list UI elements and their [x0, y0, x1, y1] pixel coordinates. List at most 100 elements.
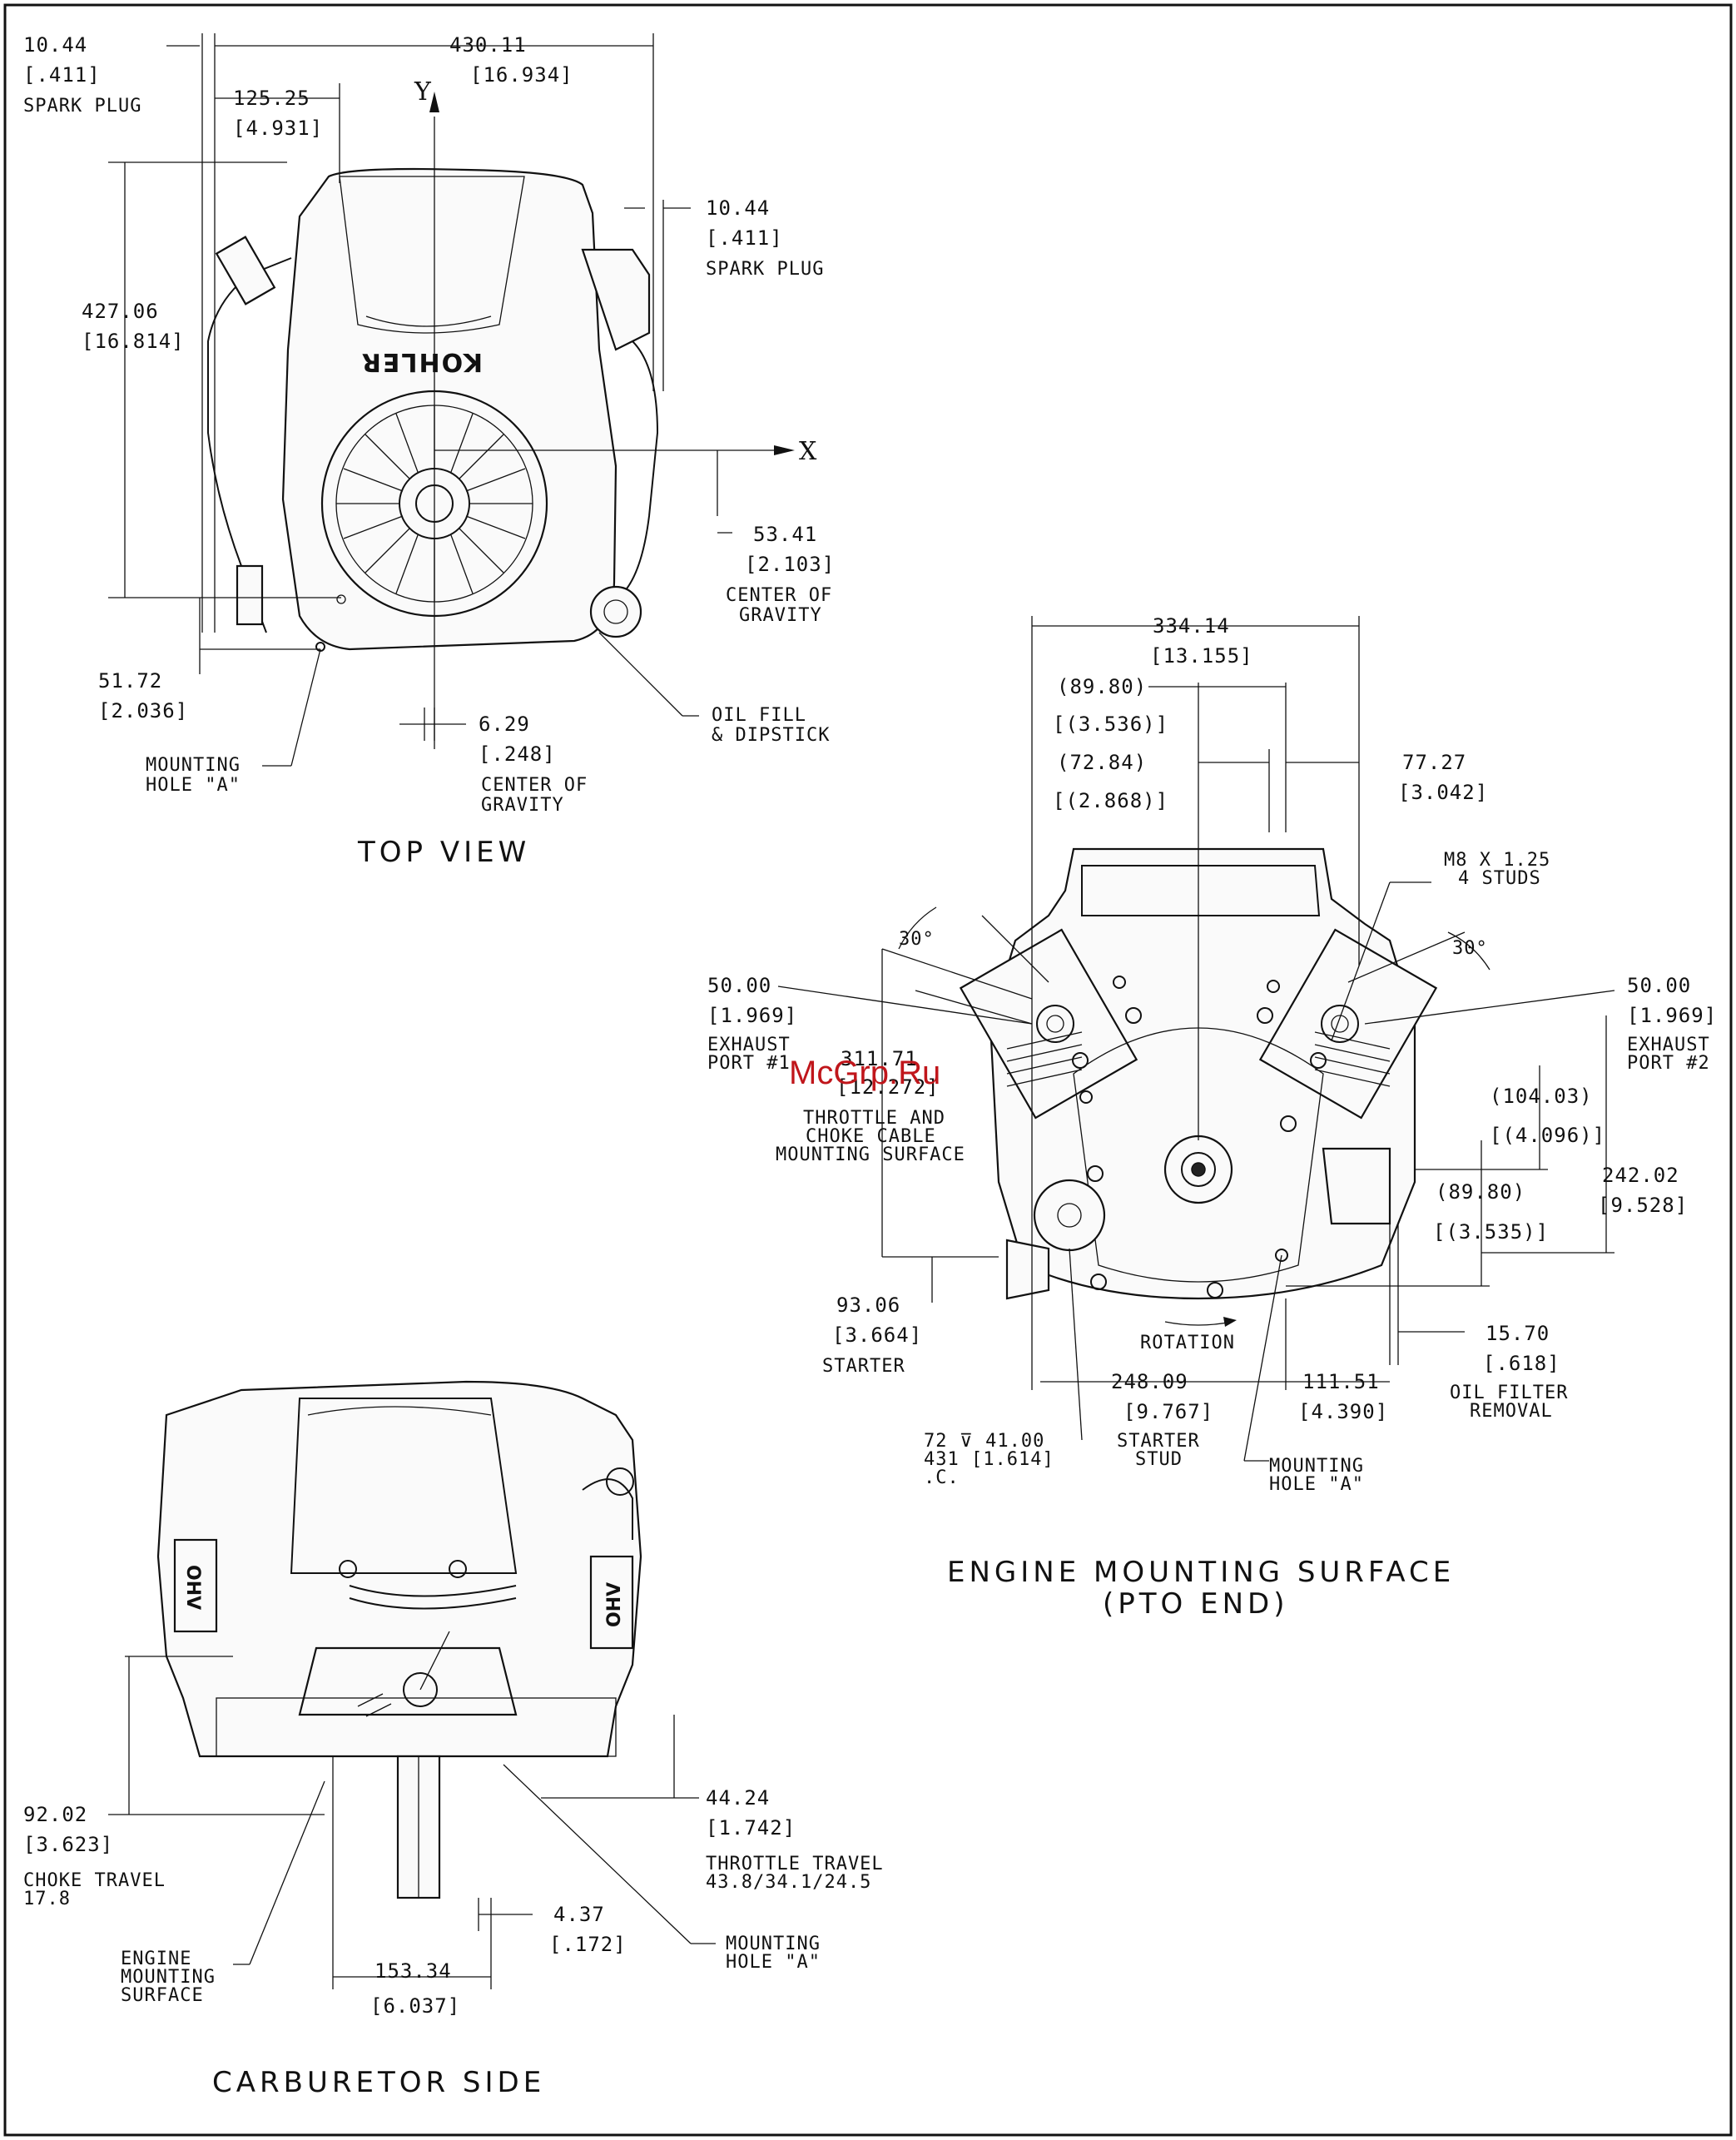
spark-plug-right — [581, 248, 651, 351]
top-view-dimensions — [108, 33, 732, 767]
top-view-logo: KOHLER — [360, 347, 483, 376]
carburetor-view: OHV OHV — [23, 1380, 884, 2099]
mnt-exhaust1-label-1: EXHAUST — [707, 1035, 791, 1055]
carb-view-dimensions — [108, 1656, 716, 1989]
carb-choke-mm: 92.02 — [23, 1803, 87, 1826]
oil-fill-cap — [589, 585, 642, 638]
top-mounting-hole-label-2: HOLE "A" — [146, 775, 241, 796]
mnt-d10403-mm: (104.03) — [1490, 1085, 1593, 1108]
top-cg-marker — [336, 594, 346, 604]
top-mounting-hole-label-1: MOUNTING — [146, 755, 241, 776]
top-offset-mm: 125.25 — [233, 87, 310, 110]
mnt-d8980-in: [(3.536)] — [1053, 713, 1168, 736]
watermark: McGrp.Ru — [789, 1055, 940, 1091]
mounting-view: 334.14 [13.155] (89.80) [(3.536)] (72.84… — [707, 614, 1716, 1621]
carb-throttle-mm: 44.24 — [706, 1786, 770, 1810]
carb-d15334-in: [6.037] — [370, 1994, 460, 2018]
mnt-exhaust2-mm: 50.00 — [1627, 974, 1691, 997]
spark-plug-left — [215, 236, 276, 305]
carburetor — [298, 1646, 518, 1716]
carb-mount-label-3: SURFACE — [121, 1985, 204, 2006]
top-depth-in: [16.814] — [82, 330, 185, 353]
top-cg-x-in: [.248] — [479, 742, 556, 766]
mnt-exhaust1-label-2: PORT #1 — [707, 1053, 791, 1074]
top-spark-left-mm: 10.44 — [23, 33, 87, 57]
mounting-studs — [1072, 976, 1327, 1298]
carb-throttle-in: [1.742] — [706, 1816, 796, 1840]
mnt-overall-width-mm: 334.14 — [1153, 614, 1230, 638]
mnt-d1570-label-2: REMOVAL — [1470, 1401, 1553, 1422]
mnt-d10403-in: [(4.096)] — [1490, 1124, 1605, 1147]
mnt-exhaust2-label-1: EXHAUST — [1627, 1035, 1710, 1055]
valve-cover-right-label: OHV — [604, 1582, 625, 1627]
mnt-starter93-in: [3.664] — [832, 1323, 922, 1347]
mnt-d7284-in: [(2.868)] — [1053, 789, 1168, 812]
carb-mount-label-1: ENGINE — [121, 1949, 191, 1969]
mounting-view-title-1: ENGINE MOUNTING SURFACE — [947, 1556, 1455, 1589]
mnt-d1570-in: [.618] — [1483, 1352, 1560, 1375]
mnt-cable-label-1: THROTTLE AND — [803, 1108, 945, 1129]
valve-cover-right: OHV — [589, 1555, 634, 1650]
mnt-stud-mm: 248.09 — [1111, 1370, 1188, 1393]
mnt-cable-mm: 311.71 — [841, 1047, 918, 1070]
mnt-exhaust1-mm: 50.00 — [707, 974, 771, 997]
mnt-d7727-mm: 77.27 — [1402, 751, 1466, 774]
mounting-view-title-2: (PTO END) — [1103, 1587, 1288, 1621]
rectifier-box — [1322, 1147, 1391, 1225]
mnt-hole-label-1: MOUNTING — [1269, 1456, 1364, 1477]
mnt-exhaust1-in: [1.969] — [707, 1004, 797, 1027]
top-hole-offset-in: [2.036] — [98, 699, 188, 722]
mnt-exhaust2-label-2: PORT #2 — [1627, 1053, 1710, 1074]
top-cg-y-mm: 53.41 — [753, 523, 817, 546]
carb-hole-label-2: HOLE "A" — [726, 1952, 821, 1973]
top-spark-left-label: SPARK PLUG — [23, 96, 141, 117]
valve-cover-left: OHV — [173, 1538, 218, 1633]
top-view-air-intake — [339, 176, 525, 334]
top-oil-fill-label-2: & DIPSTICK — [712, 725, 830, 746]
mnt-cable-in: [12.272] — [836, 1075, 940, 1099]
carb-d437-in: [.172] — [549, 1933, 627, 1956]
exhaust-port-2 — [1321, 1005, 1359, 1043]
top-spark-left-in: [.411] — [23, 63, 101, 87]
top-depth-mm: 427.06 — [82, 300, 159, 323]
mnt-studs-line-2: 4 STUDS — [1458, 868, 1541, 889]
mnt-studs-line-1: M8 X 1.25 — [1444, 850, 1550, 871]
carb-d437-mm: 4.37 — [553, 1903, 605, 1926]
mnt-bolt-circle-3: .C. — [924, 1467, 960, 1488]
mnt-overall-width-in: [13.155] — [1150, 644, 1253, 668]
carb-mount-label-2: MOUNTING — [121, 1967, 216, 1988]
mnt-d1570-label-1: OIL FILTER — [1450, 1383, 1568, 1403]
mounting-view-dimensions — [777, 616, 1615, 1462]
carb-choke-label-2: 17.8 — [23, 1889, 71, 1909]
mnt-cable-label-2: CHOKE CABLE — [806, 1126, 936, 1147]
starter-motor — [1033, 1179, 1106, 1252]
sheet-border — [3, 3, 1733, 2137]
carb-hole-label-1: MOUNTING — [726, 1934, 821, 1954]
top-oil-fill-label-1: OIL FILL — [712, 705, 806, 726]
mnt-d7727-in: [3.042] — [1398, 781, 1488, 804]
top-cg-x-label-1: CENTER OF — [481, 775, 588, 796]
top-cg-y-label-2: GRAVITY — [739, 605, 822, 626]
top-cg-x-label-2: GRAVITY — [481, 795, 564, 816]
mnt-stud-in: [9.767] — [1123, 1400, 1213, 1423]
carb-choke-in: [3.623] — [23, 1833, 113, 1856]
mnt-d8980-mm: (89.80) — [1057, 675, 1147, 698]
mnt-stud-label-1: STARTER — [1117, 1431, 1200, 1452]
top-cg-y-label-1: CENTER OF — [726, 585, 832, 606]
mnt-cable-label-3: MOUNTING SURFACE — [776, 1144, 965, 1165]
carb-d15334-mm: 153.34 — [374, 1959, 452, 1983]
x-axis-label: X — [799, 437, 817, 466]
mnt-angle-right: 30° — [1452, 938, 1488, 959]
mnt-d11151-in: [4.390] — [1298, 1400, 1388, 1423]
mnt-d8980b-mm: (89.80) — [1436, 1180, 1525, 1204]
valve-cover-left-label: OHV — [182, 1565, 203, 1610]
mnt-starter93-mm: 93.06 — [836, 1293, 900, 1317]
mnt-d24202-mm: 242.02 — [1602, 1164, 1679, 1187]
top-overall-width-in: [16.934] — [470, 63, 573, 87]
carb-throttle-label-1: THROTTLE TRAVEL — [706, 1854, 884, 1874]
mnt-rotation-label: ROTATION — [1140, 1333, 1235, 1353]
top-offset-in: [4.931] — [233, 117, 323, 140]
carb-throttle-label-2: 43.8/34.1/24.5 — [706, 1872, 871, 1893]
fuel-filter — [236, 564, 264, 626]
